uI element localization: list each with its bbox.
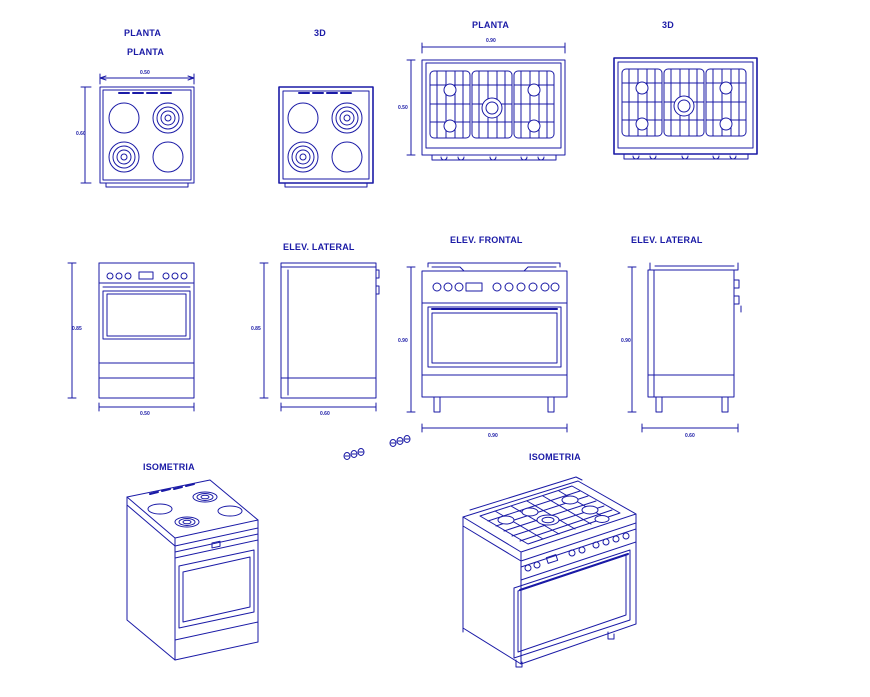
small-stove-side-elevation [281,263,379,398]
title-planta-large: PLANTA [472,20,510,30]
dim-large-front-height: 0.90 [398,338,408,344]
title-planta-small-1: PLANTA [124,28,162,38]
title-3d-small: 3D [314,28,326,38]
dim-large-side-depth: 0.60 [685,433,695,439]
large-stove-planta [422,60,565,160]
large-stove-side-elevation [648,263,741,412]
dim-small-side-height: 0.85 [251,326,261,332]
dim-large-front-width: 0.90 [488,433,498,439]
title-isometria-large: ISOMETRIA [529,452,581,462]
small-stove-isometric [127,480,258,660]
title-planta-small-2: PLANTA [127,47,165,57]
title-elev-lateral-small: ELEV. LATERAL [283,242,355,252]
dim-small-side-depth: 0.60 [320,411,330,417]
dim-large-side-height: 0.90 [621,338,631,344]
dim-small-top-width: 0.50 [140,70,150,76]
large-stove-front-elevation [422,263,567,412]
dim-small-top-depth: 0.60 [76,131,86,137]
title-isometria-small: ISOMETRIA [143,462,195,472]
small-stove-3d [279,87,373,187]
loose-knobs [344,436,410,460]
large-stove-3d [614,58,757,159]
dim-large-top-depth: 0.50 [398,105,408,111]
small-stove-planta [100,87,194,187]
dim-small-front-width: 0.50 [140,411,150,417]
title-elev-lateral-large: ELEV. LATERAL [631,235,703,245]
title-elev-frontal-large: ELEV. FRONTAL [450,235,523,245]
dimension-lines [68,43,738,432]
small-stove-front-elevation [99,263,194,398]
title-3d-large: 3D [662,20,674,30]
dim-large-top-width: 0.90 [486,38,496,44]
large-stove-isometric [463,477,636,667]
dim-small-front-height: 0.85 [72,326,82,332]
